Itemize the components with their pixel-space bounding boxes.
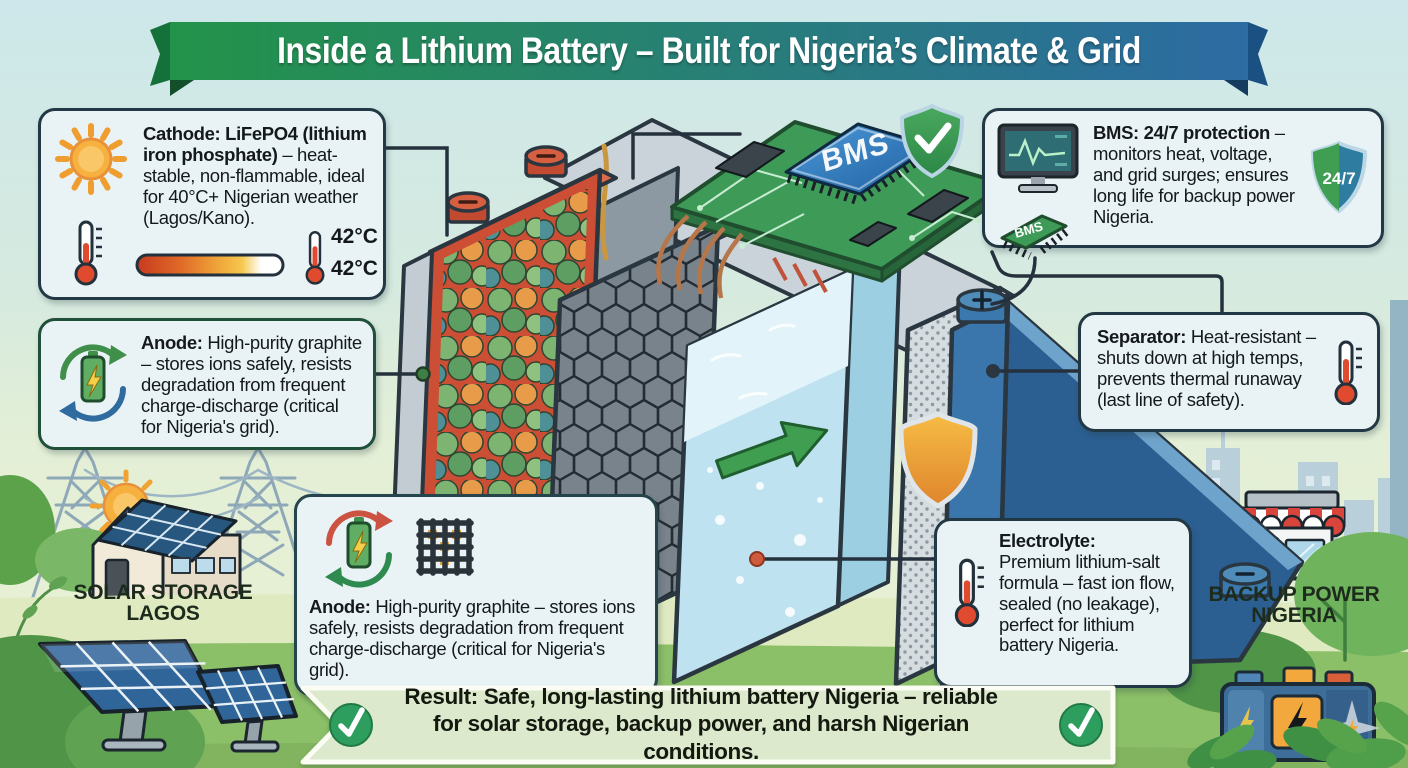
check-icon — [329, 703, 373, 747]
thermometer-icon — [74, 220, 102, 286]
casing-top — [543, 118, 1016, 354]
callout-anode-bottom: Anode: High-purity graphite – stores ion… — [294, 494, 658, 696]
electrolyte-text: Electrolyte:Premium lithium-salt formula… — [999, 530, 1177, 656]
callout-cathode: Cathode: LiFePO4 (lithium iron phosphate… — [38, 108, 386, 300]
bms-chip: BMS — [784, 122, 934, 196]
page-title: Inside a Lithium Battery – Built for Nig… — [277, 30, 1141, 71]
connector-dot — [749, 551, 765, 567]
sun-icon — [55, 123, 127, 195]
battery-recycle-icon — [325, 510, 393, 588]
battery-recycle-icon — [59, 344, 127, 422]
red-pins — [772, 257, 828, 293]
storefront — [1238, 490, 1359, 581]
thermometer-icon — [954, 558, 984, 627]
temp-reading-bottom: 42°C — [331, 257, 378, 280]
result-banner: Result: Safe, long-lasting lithium batte… — [281, 684, 1121, 768]
gold-wire — [600, 143, 609, 261]
label-backup-power-nigeria: BACKUP POWER NIGERIA — [1208, 583, 1380, 627]
result-body: Safe, long-lasting lithium battery Niger… — [433, 683, 998, 764]
solar-panel — [38, 639, 226, 752]
anode-bottom-lead: Anode: — [309, 596, 371, 617]
anode-left-body: High-purity graphite – stores ions safel… — [141, 332, 362, 437]
monitor-icon — [997, 123, 1079, 193]
shield-24-7-label: 24/7 — [1322, 169, 1355, 188]
bms-lead: BMS: 24/7 protection — [1093, 122, 1270, 143]
callout-bms: BMS: 24/7 protection – monitors heat, vo… — [982, 108, 1384, 248]
small-thermometer-icon — [305, 231, 325, 285]
callout-separator: Separator: Heat-resistant – shuts down a… — [1078, 312, 1380, 432]
bush — [0, 475, 125, 592]
label-solar-storage-lagos: SOLAR STORAGE LAGOS — [73, 581, 253, 625]
separator-lead: Separator: — [1097, 326, 1187, 347]
callout-anode-left: Anode: High-purity graphite – stores ion… — [38, 318, 376, 450]
result-text: Result: Safe, long-lasting lithium batte… — [391, 684, 1011, 764]
shield-check-icon — [899, 103, 965, 179]
green-arrow-icon — [715, 420, 829, 480]
shield-24-7-icon: 24/7 — [1310, 140, 1368, 214]
copper-wires — [656, 214, 744, 299]
temperature-gauge-bar — [135, 253, 285, 277]
thermometer-icon — [1334, 340, 1362, 405]
temp-reading-top: 42°C — [331, 225, 378, 248]
anode-left-lead: Anode: — [141, 332, 203, 353]
ribbon-shape — [150, 22, 1268, 96]
connector-dot — [986, 364, 1000, 378]
anode-left-text: Anode: High-purity graphite – stores ion… — [141, 332, 363, 437]
sun-icon — [89, 469, 163, 543]
bms-text: BMS: 24/7 protection – monitors heat, vo… — [1093, 122, 1299, 227]
cathode-body: – heat-stable, non-flammable, ideal for … — [143, 143, 365, 228]
bms-board: BMS — [656, 120, 1007, 299]
cathode-text: Cathode: LiFePO4 (lithium iron phosphate… — [143, 123, 379, 228]
anode-bottom-text: Anode: High-purity graphite – stores ion… — [309, 596, 643, 681]
cathode-lead: Cathode: LiFePO4 (lithium iron phosphate… — [143, 123, 367, 165]
separator-text: Separator: Heat-resistant – shuts down a… — [1097, 326, 1323, 411]
terminal-negative-red — [524, 145, 568, 178]
battery-pack — [1220, 666, 1380, 762]
check-icon — [1059, 703, 1103, 747]
svg-text:BMS: BMS — [819, 126, 892, 179]
terminal-negative-red — [446, 191, 490, 224]
bms-body: – monitors heat, voltage, and grid surge… — [1093, 122, 1295, 227]
connector-dot — [415, 366, 431, 382]
electrolyte-lead: Electrolyte: — [999, 530, 1096, 551]
leaves — [1187, 701, 1408, 768]
graphite-mesh-icon — [416, 518, 474, 576]
title-banner: Inside a Lithium Battery – Built for Nig… — [148, 16, 1270, 108]
result-lead: Result: — [404, 683, 478, 709]
callout-electrolyte: Electrolyte:Premium lithium-salt formula… — [934, 518, 1192, 688]
gold-shield-icon — [898, 411, 978, 509]
electrolyte-layer — [671, 245, 902, 685]
electrolyte-body: Premium lithium-salt formula – fast ion … — [999, 550, 1175, 656]
terminal-positive-blue — [956, 288, 1008, 324]
